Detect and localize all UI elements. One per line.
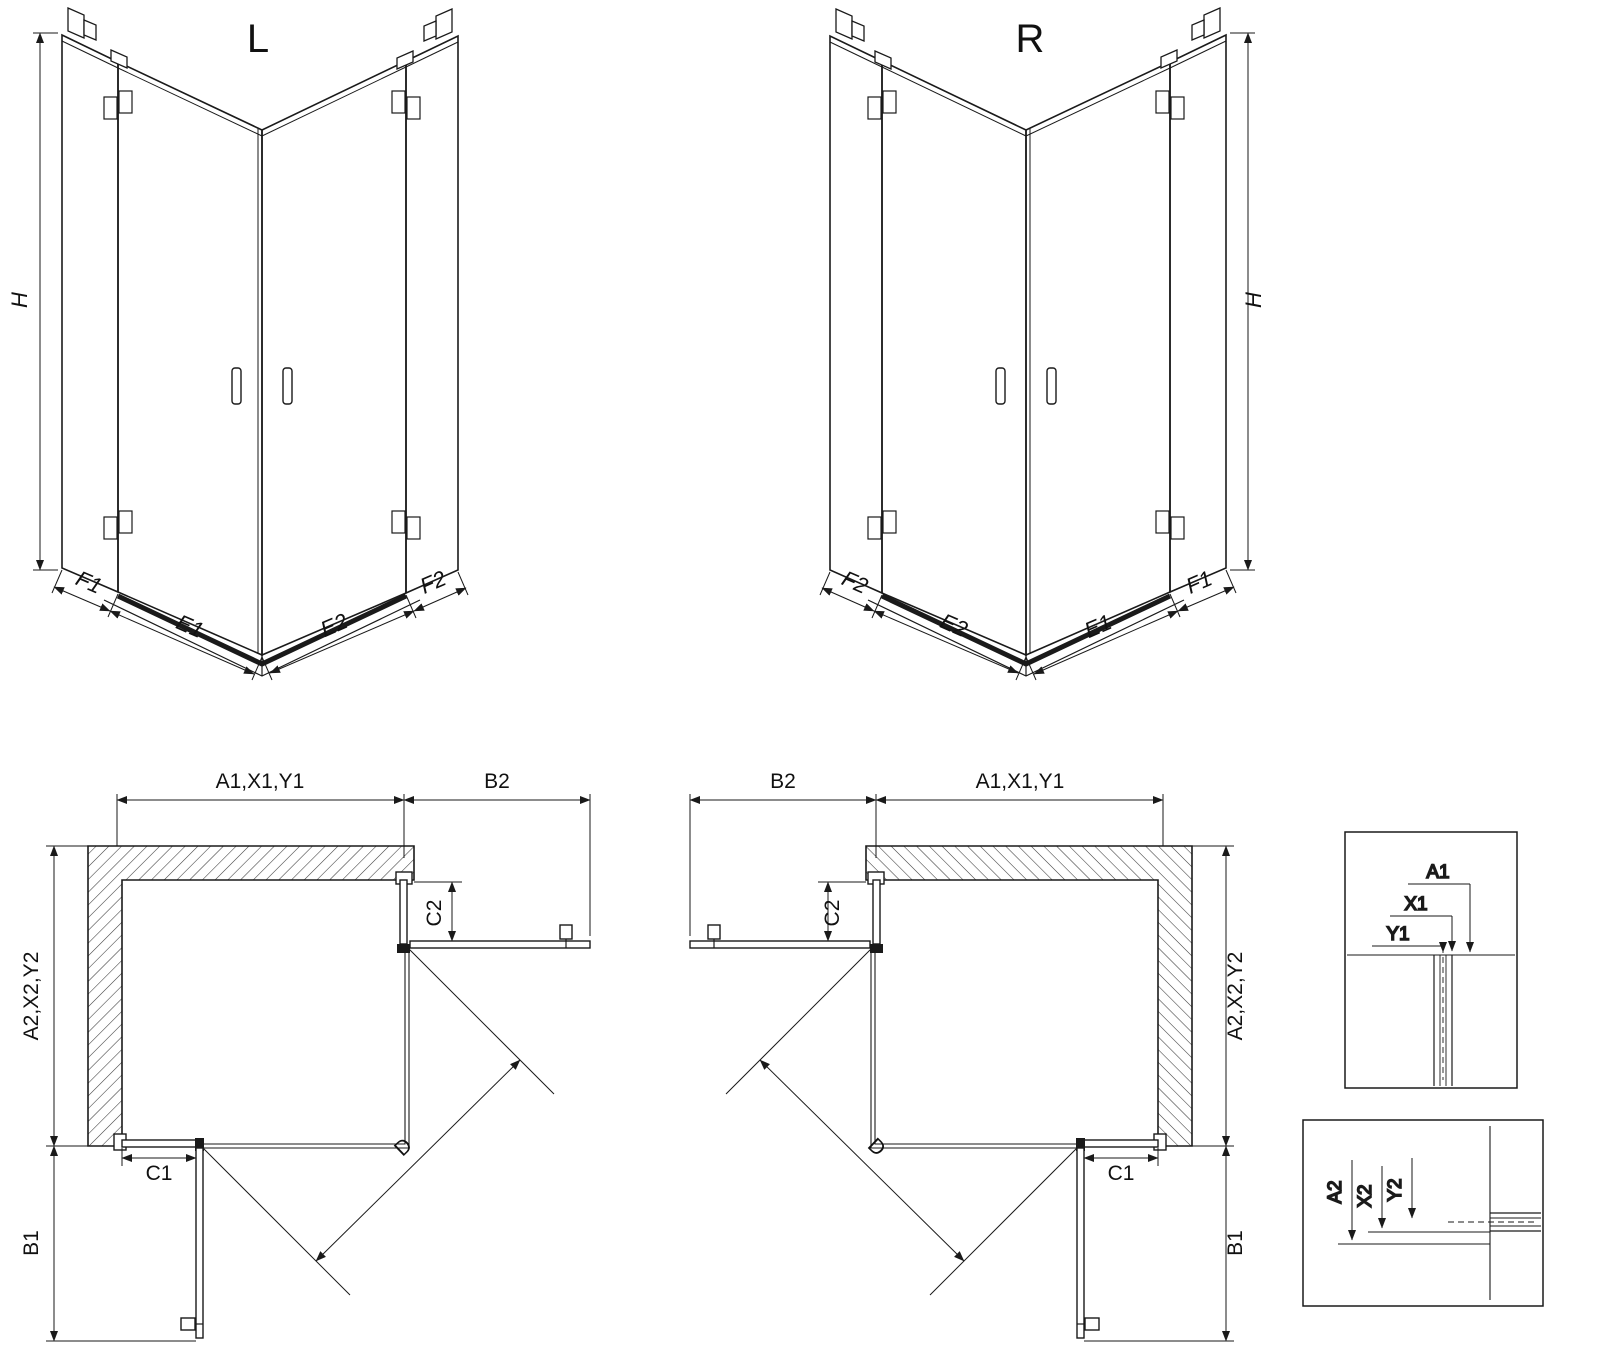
dim-label-h-left: H bbox=[7, 292, 32, 308]
wall-profile-section-horizontal bbox=[1338, 1212, 1541, 1245]
plan-left-dim-c2: C2 bbox=[423, 900, 446, 927]
plan-left-dim-d: D bbox=[390, 1134, 417, 1161]
dim-label-f1-left: F1 bbox=[72, 566, 106, 599]
detail-box-top: A1 X1 Y1 bbox=[1344, 831, 1518, 1089]
dim-label-f1-right: F1 bbox=[1182, 566, 1216, 599]
variant-label-right: R bbox=[1016, 17, 1045, 61]
plan-right-dim-d: D bbox=[863, 1134, 890, 1161]
plan-right-geometry bbox=[690, 794, 1234, 1341]
plan-right-dim-b1: B1 bbox=[1224, 1230, 1247, 1256]
plan-view-left: A1,X1,Y1 B2 C2 A2,X2,Y2 B1 C1 D bbox=[20, 770, 590, 1341]
detail-top-dim-y1: Y1 bbox=[1386, 924, 1409, 945]
detail-top-leaders bbox=[1372, 883, 1474, 953]
plan-right-dim-a1: A1,X1,Y1 bbox=[976, 770, 1065, 793]
plan-left-dim-b2: B2 bbox=[484, 770, 510, 793]
plan-right-dim-c1: C1 bbox=[1108, 1162, 1135, 1185]
plan-left-dim-c1: C1 bbox=[146, 1162, 173, 1185]
dim-label-h-right: H bbox=[1241, 292, 1266, 308]
variant-label-left: L bbox=[247, 17, 269, 61]
plan-left-geometry bbox=[46, 794, 590, 1341]
iso-view-left: L H F1 E1 E2 F2 bbox=[7, 8, 468, 680]
detail-box-bottom: A2 X2 Y2 bbox=[1302, 1119, 1544, 1307]
wall-profile-section-vertical bbox=[1433, 947, 1453, 1086]
detail-top-dim-a1: A1 bbox=[1426, 862, 1449, 883]
detail-top-dim-x1: X1 bbox=[1404, 894, 1427, 915]
plan-right-dim-a2: A2,X2,Y2 bbox=[1224, 952, 1247, 1041]
plan-left-dim-a2: A2,X2,Y2 bbox=[20, 952, 43, 1041]
dim-label-f2-right: F2 bbox=[838, 566, 872, 599]
dim-label-f2-left: F2 bbox=[416, 566, 450, 599]
plan-left-dim-a1: A1,X1,Y1 bbox=[216, 770, 305, 793]
detail-bottom-leaders bbox=[1348, 1158, 1416, 1241]
detail-bottom-dim-y2: Y2 bbox=[1385, 1178, 1406, 1201]
plan-right-dim-b2: B2 bbox=[770, 770, 796, 793]
plan-right-dim-c2: C2 bbox=[821, 900, 844, 927]
plan-view-right: B2 A1,X1,Y1 C2 A2,X2,Y2 B1 C1 D bbox=[690, 770, 1247, 1341]
detail-bottom-dim-a2: A2 bbox=[1325, 1180, 1346, 1203]
iso-view-right: R H F2 E2 E1 F1 bbox=[820, 8, 1266, 680]
plan-left-dim-b1: B1 bbox=[20, 1230, 43, 1256]
detail-bottom-dim-x2: X2 bbox=[1355, 1184, 1376, 1207]
